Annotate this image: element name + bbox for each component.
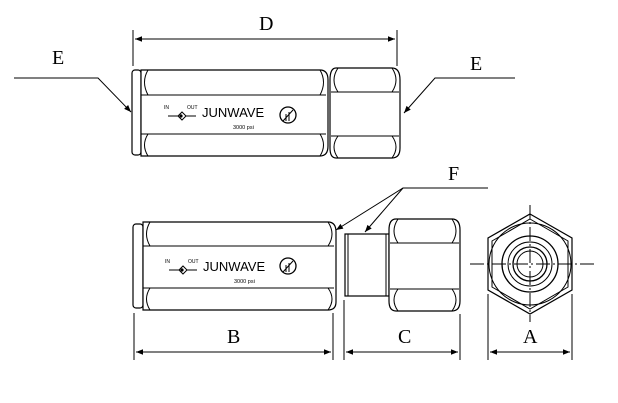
label-e-left: E: [52, 47, 64, 69]
top-out-label: OUT: [187, 105, 198, 111]
top-view: IN OUT JUNWAVE 3000 psi D E E: [14, 13, 515, 159]
top-brand: JUNWAVE: [202, 105, 264, 120]
threaded-spigot: [344, 233, 390, 297]
logo-circle-icon: [279, 257, 297, 275]
bottom-in-label: IN: [165, 259, 170, 265]
top-hex-nut: [329, 67, 401, 159]
flow-symbol-icon: [169, 265, 197, 275]
end-view: [470, 205, 594, 322]
flow-symbol-icon: [168, 111, 196, 121]
bottom-brand: JUNWAVE: [203, 259, 265, 274]
bottom-view: IN OUT JUNWAVE 3000 psi F: [132, 163, 594, 360]
label-b: B: [227, 326, 240, 348]
label-c: C: [398, 326, 411, 348]
label-d: D: [259, 13, 273, 35]
label-f: F: [448, 163, 459, 185]
top-in-label: IN: [164, 105, 169, 111]
label-e-right: E: [470, 53, 482, 75]
logo-circle-icon: [279, 106, 297, 124]
top-pressure: 3000 psi: [233, 125, 254, 131]
label-a: A: [523, 326, 538, 348]
bottom-pressure: 3000 psi: [234, 279, 255, 285]
bottom-out-label: OUT: [188, 259, 199, 265]
bottom-hex-nut: [388, 218, 461, 312]
bottom-end-cap: [132, 223, 144, 309]
top-end-cap: [131, 69, 142, 156]
